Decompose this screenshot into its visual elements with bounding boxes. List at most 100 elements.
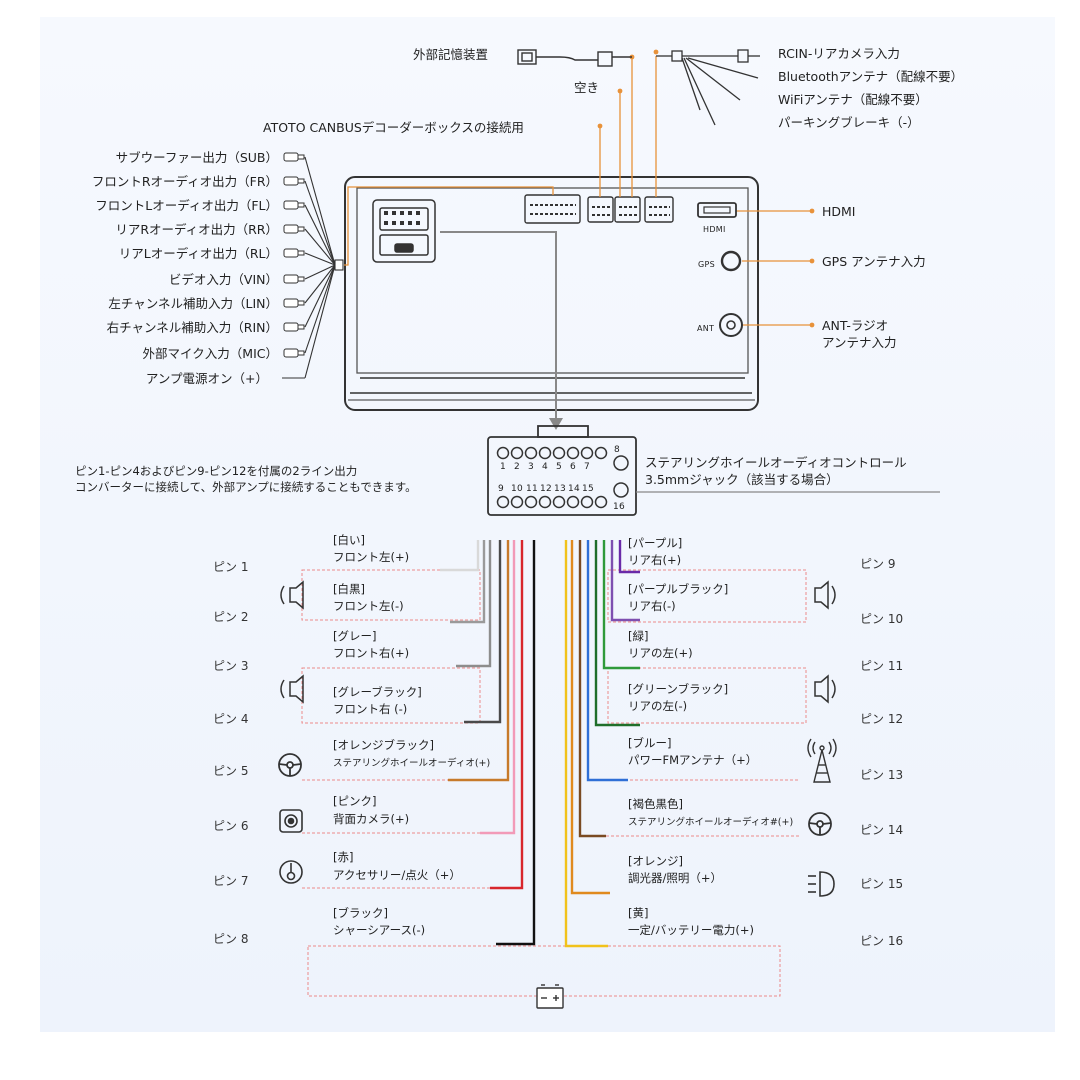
wire-color-4: [グレーブラック] [333,685,422,699]
pin-number: 9 [498,484,505,494]
pin-number: 11 [526,484,539,494]
pin-label-7: ピン 7 [213,874,249,888]
pin-label-3: ピン 3 [213,659,249,673]
external-storage-label: 外部記憶装置 [413,47,489,62]
output-label-mic: 外部マイク入力（MIC） [142,346,278,361]
canbus-label: ATOTO CANBUSデコーダーボックスの接続用 [263,120,524,135]
pin-number: 10 [511,484,524,494]
pin-label-12: ピン 12 [860,712,904,726]
pin-label-14: ピン 14 [860,823,904,837]
gps-port-icon [720,250,742,272]
wire-color-13: [ブルー] [628,736,672,750]
pin-number: 3 [528,462,535,472]
output-label-amp: アンプ電源オン（+） [145,371,268,386]
gps-small-label: GPS [698,260,716,269]
empty-slot-label: 空き [574,80,600,95]
pin-number: 13 [554,484,567,494]
headlight-icon [808,871,835,897]
wire-color-9: [パープル] [628,536,683,550]
pin-label-4: ピン 4 [213,712,249,726]
wire-color-12: [グリーンブラック] [628,682,729,696]
pin-number: 2 [514,462,521,472]
ant-port-icon [719,313,743,337]
wire-color-1: [白い] [333,533,365,547]
output-label-fl: フロントLオーディオ出力（FL） [95,198,278,213]
wifi-label: WiFiアンテナ（配線不要） [778,92,928,107]
pin-number: 1 [500,462,507,472]
wire-desc-16: 一定/バッテリー電力(+) [628,923,754,937]
output-label-rr: リアRオーディオ出力（RR） [115,222,278,237]
ant-small-label: ANT [697,324,715,333]
pin-label-15: ピン 15 [860,877,904,891]
camera-icon [279,809,303,833]
pin-label-10: ピン 10 [860,612,904,626]
wire-desc-11: リアの左(+) [628,646,693,660]
pin-number: 6 [570,462,577,472]
battery-icon [536,984,564,1009]
wire-desc-1: フロント左(+) [333,550,410,564]
head-unit-body [344,176,759,411]
pin-number: 15 [582,484,595,494]
gps-label: GPS アンテナ入力 [822,254,926,269]
pin-number: 5 [556,462,563,472]
wire-color-10: [パープルブラック] [628,582,729,596]
wire-desc-3: フロント右(+) [333,646,410,660]
rca-cluster [282,156,344,379]
wire-color-11: [緑] [628,629,649,643]
output-label-fr: フロントRオーディオ出力（FR） [91,174,278,189]
wire-color-8: [ブラック] [333,906,388,920]
pin-number: 14 [568,484,581,494]
wire-desc-15: 調光器/照明（+） [628,871,723,885]
steering-wheel-icon-right [808,812,832,836]
wire-desc-13: パワーFMアンテナ（+） [628,753,758,767]
pin-label-5: ピン 5 [213,764,249,778]
wire-color-3: [グレー] [333,629,377,643]
wire-desc-5: ステアリングホイールオーディオ(+) [333,758,491,769]
amp-note-line1: ピン1-ピン4およびピン9-ピン12を付属の2ライン出力 [75,464,358,478]
amp-note-line2: コンバーターに接続して、外部アンプに接続することもできます。 [75,480,417,494]
steering-jack-line2: 3.5mmジャック（該当する場合） [645,472,839,487]
rcin-bundle [656,49,760,126]
steering-wheel-icon [278,753,302,777]
speaker-icons [280,580,836,704]
parking-label: パーキングブレーキ（-） [778,115,920,130]
wire-desc-7: アクセサリー/点火（+） [333,868,461,882]
output-label-lin: 左チャンネル補助入力（LIN） [108,296,278,311]
pin-label-1: ピン 1 [213,560,249,574]
pin-connector [487,425,637,516]
hdmi-port-icon [697,202,737,218]
hdmi-label: HDMI [822,204,856,219]
usb-connector [517,49,632,67]
wire-color-14: [褐色黒色] [628,797,683,811]
pin-number: 4 [542,462,549,472]
wire-color-2: [白黒] [333,582,365,596]
output-label-rl: リアLオーディオ出力（RL） [118,246,278,261]
wire-color-7: [赤] [333,850,354,864]
pin-label-2: ピン 2 [213,610,249,624]
hdmi-small-label: HDMI [703,225,726,234]
wire-desc-2: フロント左(-) [333,599,404,613]
wire-desc-14: ステアリングホイールオーディオ#(+) [628,817,794,828]
output-label-sub: サブウーファー出力（SUB） [115,150,278,165]
wire-desc-10: リア右(-) [628,599,676,613]
pin-number: 7 [584,462,591,472]
pin-label-6: ピン 6 [213,819,249,833]
rca-plugs [283,152,305,358]
output-label-vin: ビデオ入力（VIN） [168,272,278,287]
pin-label-16: ピン 16 [860,934,904,948]
background-panel [40,17,1055,1032]
antenna-icon [807,738,837,783]
top-connectors [524,194,674,224]
rcin-label: RCIN-リアカメラ入力 [778,46,900,61]
wire-color-5: [オレンジブラック] [333,738,434,752]
wire-color-15: [オレンジ] [628,854,683,868]
wire-desc-8: シャーシアース(-) [333,923,426,937]
wire-desc-6: 背面カメラ(+) [333,812,410,826]
pin-label-9: ピン 9 [860,557,896,571]
pin-number: 8 [614,445,621,455]
pin-label-8: ピン 8 [213,932,249,946]
wire-color-16: [黄] [628,906,649,920]
ant-label-line1: ANT-ラジオ [822,318,889,333]
pin-label-13: ピン 13 [860,768,904,782]
